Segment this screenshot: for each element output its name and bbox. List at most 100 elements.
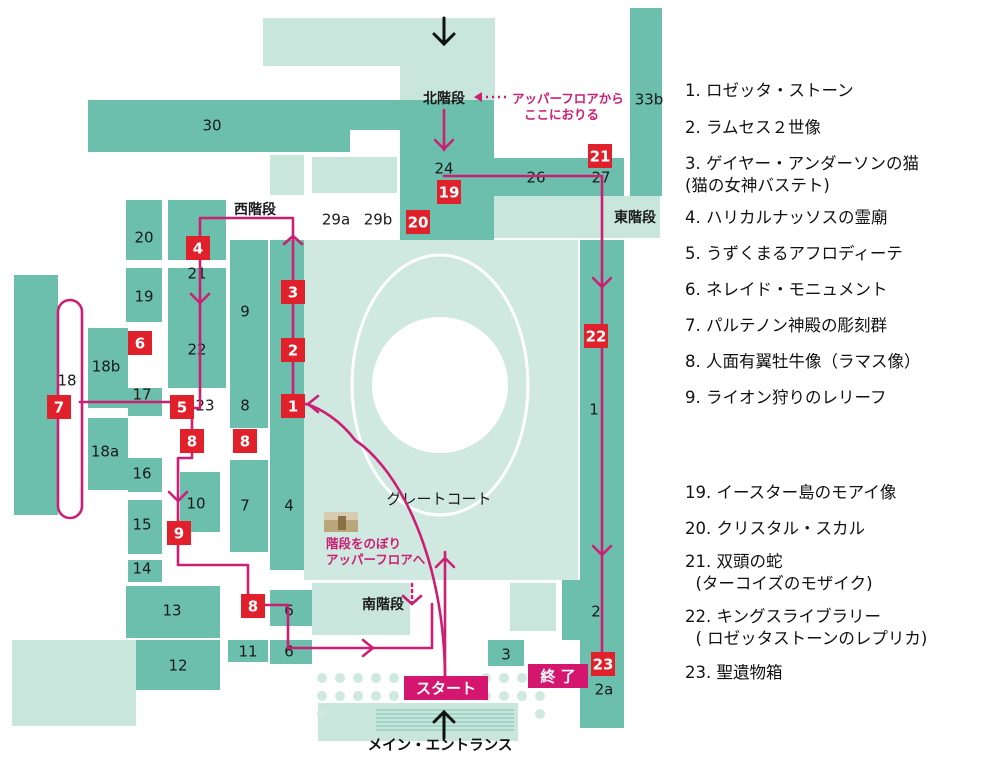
- svg-text:1: 1: [288, 398, 298, 416]
- marker-20: 20: [406, 210, 430, 234]
- west-stairs-label: 西階段: [234, 201, 276, 218]
- room-9: 9: [240, 303, 250, 321]
- stairs-up-note: 階段をのぼり アッパーフロアへ: [326, 536, 426, 567]
- marker-5: 5: [170, 395, 194, 419]
- rooms: [14, 8, 662, 728]
- marker-1: 1: [281, 394, 305, 418]
- svg-text:4: 4: [193, 240, 203, 258]
- marker-4: 4: [186, 236, 210, 260]
- legend-item-19: 19. イースター島のモアイ像: [685, 483, 897, 502]
- marker-6: 6: [128, 331, 152, 355]
- room-29a: 29a: [322, 211, 350, 229]
- legend-item-5: 5. うずくまるアフロディーテ: [685, 244, 903, 263]
- svg-text:22: 22: [586, 328, 607, 346]
- room-8: 8: [240, 397, 250, 415]
- svg-text:5: 5: [177, 399, 187, 417]
- svg-text:8: 8: [248, 598, 258, 616]
- entry-arrow-top: [432, 16, 456, 47]
- upper-floor-note-line1: アッパーフロアから: [512, 91, 624, 106]
- legend-item-23: 23. 聖遺物箱: [685, 663, 783, 682]
- room-4: 4: [284, 497, 294, 515]
- room-23: 23: [195, 397, 214, 415]
- upper-floor-note: アッパーフロアから ここにおりる: [512, 91, 628, 122]
- south-stairs-label: 南階段: [362, 596, 404, 613]
- marker-8c: 8: [241, 594, 265, 618]
- svg-text:終 了: 終 了: [540, 668, 575, 686]
- room-2a: 2a: [595, 681, 614, 699]
- room-14: 14: [132, 560, 151, 578]
- svg-text:19: 19: [439, 184, 460, 202]
- room-33b: 33b: [635, 91, 664, 109]
- legend-item-21: 21. 双頭の蛇 (ターコイズのモザイク): [685, 552, 873, 593]
- exhibit-markers: 1 2 3 4 5 6 7 8 8 8 9 19 20 21 22 23: [47, 144, 615, 676]
- svg-text:21: 21: [590, 148, 611, 166]
- legend-item-3: 3. ゲイヤー・アンダーソンの猫 (猫の女神バステト): [685, 154, 920, 195]
- room-24: 24: [434, 160, 453, 178]
- main-entrance-label: メイン・エントランス: [368, 738, 513, 754]
- room-11: 11: [238, 643, 257, 661]
- room-2: 2: [591, 603, 601, 621]
- room-19: 19: [134, 288, 153, 306]
- room-7: 7: [240, 497, 250, 515]
- route-arrowheads: [167, 138, 613, 658]
- great-court-label: グレートコート: [386, 490, 491, 508]
- svg-text:8: 8: [187, 433, 197, 451]
- legend-item-9: 9. ライオン狩りのレリーフ: [685, 388, 887, 407]
- upper-floor-photo: [324, 512, 358, 532]
- room-18b: 18b: [92, 358, 121, 376]
- upper-floor-arrow: [474, 92, 508, 102]
- room-29b: 29b: [364, 211, 393, 229]
- upper-floor-note-line2: ここにおりる: [524, 107, 599, 122]
- legend-item-8: 8. 人面有翼牡牛像（ラマス像）: [685, 352, 921, 371]
- room-21: 21: [187, 265, 206, 283]
- room-3: 3: [501, 646, 511, 664]
- room-18a: 18a: [91, 443, 119, 461]
- room-30: 30: [202, 117, 221, 135]
- room-15: 15: [132, 516, 151, 534]
- stairs-up-note-line1: 階段をのぼり: [326, 536, 401, 551]
- marker-2: 2: [281, 338, 305, 362]
- east-stairs-label: 東階段: [614, 209, 656, 226]
- tour-route: [56, 108, 604, 682]
- svg-text:20: 20: [408, 214, 429, 232]
- svg-text:スタート: スタート: [416, 680, 476, 698]
- room-26: 26: [526, 169, 545, 187]
- legend-item-2: 2. ラムセス２世像: [685, 118, 822, 137]
- marker-9: 9: [167, 521, 191, 545]
- marker-19: 19: [437, 180, 461, 204]
- marker-3: 3: [281, 280, 305, 304]
- svg-text:9: 9: [174, 525, 184, 543]
- room-1: 1: [589, 401, 599, 419]
- marker-8a: 8: [180, 429, 204, 453]
- legend-item-1: 1. ロゼッタ・ストーン: [685, 81, 854, 100]
- legend-item-4: 4. ハリカルナッソスの霊廟: [685, 208, 888, 227]
- legend-item-20: 20. クリスタル・スカル: [685, 519, 865, 538]
- svg-text:23: 23: [593, 656, 614, 674]
- entry-arrow-bottom: [432, 709, 456, 740]
- marker-22: 22: [584, 324, 608, 348]
- legend-item-22: 22. キングスライブラリー ( ロゼッタストーンのレプリカ): [685, 607, 928, 648]
- legend-item-7: 7. パルテノン神殿の彫刻群: [685, 316, 888, 335]
- room-13: 13: [162, 602, 181, 620]
- room-labels: 30 20 21 19 9 22 18b 18 17 23 8 18a 16 1…: [57, 91, 663, 699]
- room-16: 16: [132, 465, 151, 483]
- svg-text:2: 2: [288, 342, 298, 360]
- room-10: 10: [186, 495, 205, 513]
- marker-7: 7: [47, 395, 71, 419]
- great-court-drum: [350, 253, 530, 517]
- north-stairs-label: 北階段: [423, 90, 465, 107]
- room-12: 12: [168, 657, 187, 675]
- room-18: 18: [57, 372, 76, 390]
- start-badge: スタート: [404, 676, 488, 700]
- svg-text:3: 3: [288, 284, 298, 302]
- svg-text:6: 6: [135, 335, 145, 353]
- room-20: 20: [134, 229, 153, 247]
- marker-8b: 8: [233, 429, 257, 453]
- end-badge: 終 了: [528, 664, 588, 688]
- svg-text:8: 8: [240, 433, 250, 451]
- legend-item-6: 6. ネレイド・モニュメント: [685, 280, 888, 299]
- room-22: 22: [187, 341, 206, 359]
- room-17: 17: [132, 386, 151, 404]
- svg-text:7: 7: [54, 399, 64, 417]
